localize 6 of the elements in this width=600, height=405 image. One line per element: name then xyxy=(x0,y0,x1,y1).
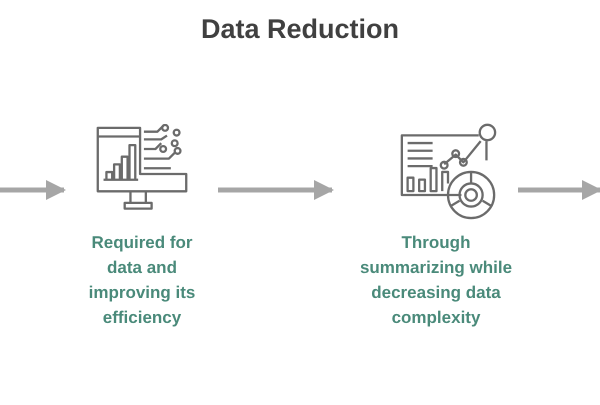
arrow xyxy=(0,180,66,200)
title: Data Reduction xyxy=(200,14,400,45)
arrow xyxy=(218,180,334,200)
node-label: Required for data and improving its efficiency xyxy=(88,232,196,329)
node-label: Through summarizing while decreasing data complexity xyxy=(358,232,514,329)
arrow xyxy=(518,180,600,200)
